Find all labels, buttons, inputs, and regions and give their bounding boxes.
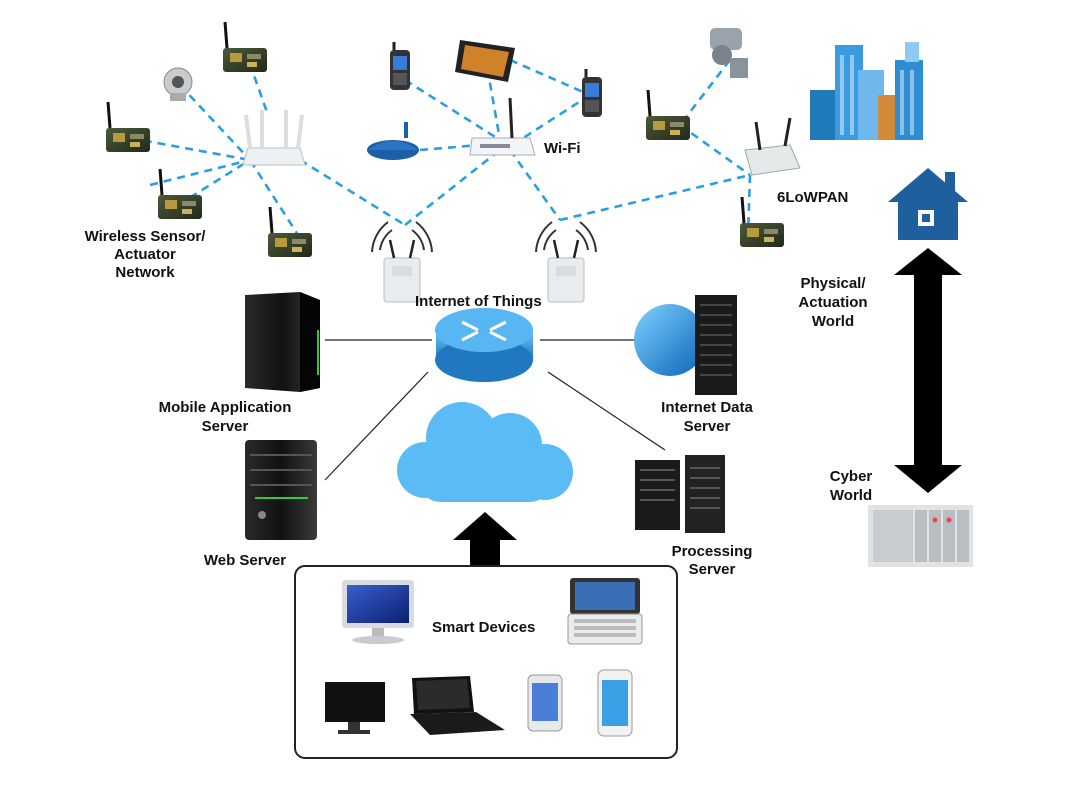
wireless-links bbox=[129, 49, 752, 239]
sensor-node-icon bbox=[266, 205, 314, 259]
smart-devices-label: Smart Devices bbox=[432, 619, 535, 636]
cloud-icon bbox=[397, 402, 573, 502]
wsn-label-line2: Actuator bbox=[114, 246, 176, 263]
netbook-icon bbox=[567, 578, 643, 645]
sensor-node-icon bbox=[221, 20, 269, 74]
core-router-icon bbox=[435, 308, 533, 382]
mobile-phone-icon bbox=[580, 67, 604, 119]
wired-links bbox=[324, 339, 666, 481]
iot-label: Internet of Things bbox=[415, 293, 542, 310]
server-tower-icon bbox=[245, 292, 320, 392]
physical-world-label-line3: World bbox=[812, 313, 854, 330]
modem-icon bbox=[367, 122, 419, 160]
monitor-icon bbox=[342, 580, 414, 644]
processing-server-label-line2: Server bbox=[689, 561, 736, 578]
server-rack-icon bbox=[635, 455, 725, 533]
smartphone-icon bbox=[597, 669, 633, 737]
cyber-world-label-line1: Cyber bbox=[830, 468, 873, 485]
internet-data-server-label-line1: Internet Data bbox=[661, 399, 753, 416]
mobile-phone-icon bbox=[388, 40, 412, 92]
house-icon bbox=[888, 168, 968, 240]
mobile-server-label-line2: Server bbox=[202, 418, 249, 435]
processing-server-label-line1: Processing bbox=[672, 543, 753, 560]
cyber-world-label-line2: World bbox=[830, 487, 872, 504]
internet-data-server-label-line2: Server bbox=[684, 418, 731, 435]
double-arrow-icon bbox=[894, 248, 962, 493]
sensor-node-icon bbox=[644, 88, 692, 142]
smart-devices-box bbox=[294, 565, 678, 759]
tablet-icon bbox=[455, 40, 515, 82]
access-point-icon bbox=[469, 97, 536, 156]
plc-controller-icon bbox=[868, 505, 973, 567]
city-buildings-icon bbox=[810, 42, 923, 140]
server-rack-icon bbox=[634, 295, 737, 395]
wifi-label: Wi-Fi bbox=[544, 140, 581, 157]
smartphone-icon bbox=[527, 674, 563, 732]
gateway-icon bbox=[744, 117, 801, 176]
laptop-icon bbox=[410, 676, 505, 735]
mobile-server-label-line1: Mobile Application bbox=[159, 399, 292, 416]
wsn-label-line3: Network bbox=[115, 264, 175, 281]
monitor-icon bbox=[325, 682, 385, 734]
lowpan-label: 6LoWPAN bbox=[777, 189, 848, 206]
access-point-icon bbox=[370, 220, 434, 304]
sensor-node-icon bbox=[104, 100, 152, 154]
security-camera-icon bbox=[710, 28, 748, 78]
physical-world-label-line1: Physical/ bbox=[800, 275, 866, 292]
web-server-label: Web Server bbox=[204, 552, 286, 569]
wsn-label-line1: Wireless Sensor/ bbox=[85, 228, 207, 245]
server-tower-icon bbox=[245, 440, 317, 540]
upload-arrow-icon bbox=[453, 512, 517, 565]
wireless-router-icon bbox=[242, 110, 306, 166]
ip-camera-icon bbox=[163, 67, 193, 101]
physical-world-label-line2: Actuation bbox=[798, 294, 867, 311]
access-point-icon bbox=[534, 220, 598, 304]
